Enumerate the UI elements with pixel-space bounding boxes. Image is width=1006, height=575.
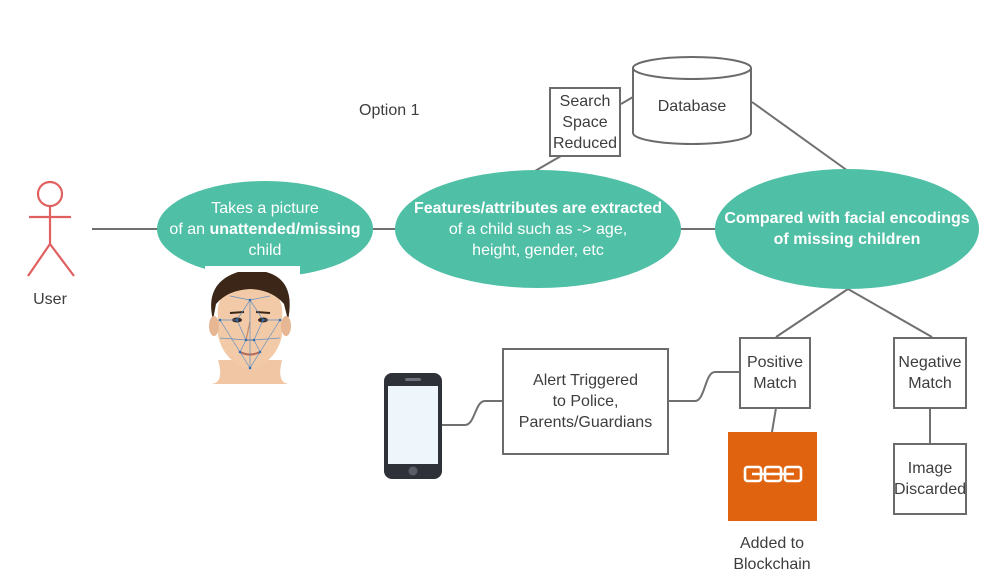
user-label: User [33, 291, 67, 308]
blockchain-line2: Blockchain [733, 556, 811, 573]
take-picture-line1: Takes a picture [211, 200, 319, 217]
connector-database-to-compared [751, 101, 849, 172]
option-label: Option 1 [359, 102, 420, 119]
connector-compared-to-positive [775, 288, 849, 338]
take-picture-ellipse [157, 181, 373, 277]
blockchain-line1: Added to [739, 535, 805, 552]
connector-features-to-search [534, 155, 562, 172]
connector-search-to-database [620, 96, 634, 105]
user-figure-icon [27, 180, 75, 277]
take-picture-line2-bold: unattended/missing [209, 221, 361, 238]
positive-match-box: Positive Match [739, 337, 811, 409]
positive-line1: Positive [746, 354, 804, 371]
features-text: Features/attributes are extracted of a c… [400, 198, 676, 261]
search-space-line2: Space [562, 113, 608, 131]
connectors [92, 96, 933, 443]
features-line3: height, gender, etc [472, 242, 604, 259]
connector-alert-to-phone [442, 400, 503, 426]
alert-line2: to Police, [552, 393, 619, 410]
connector-positive-to-blockchain [771, 407, 777, 433]
take-picture-line2-pre: of an [169, 221, 210, 238]
connector-compared-to-negative [847, 288, 933, 338]
positive-line2: Match [753, 375, 797, 392]
negative-line1: Negative [898, 354, 962, 371]
database-label: Database [657, 98, 727, 115]
face-landmarks-icon [205, 266, 300, 384]
discarded-line2: Discarded [893, 481, 967, 498]
take-picture-line3: child [248, 242, 282, 259]
search-space-line3: Reduced [552, 134, 618, 152]
compared-ellipse [715, 169, 979, 289]
features-ellipse [395, 170, 681, 288]
blockchain-chain-icon [728, 432, 817, 521]
search-space-line1: Search [559, 92, 611, 110]
image-discarded-box: Image Discarded [893, 443, 967, 515]
blockchain-caption: Added to Blockchain [722, 533, 822, 575]
discarded-line1: Image [907, 460, 953, 477]
features-line1: Features/attributes are extracted [413, 200, 663, 217]
take-picture-line2: of an unattended/missing [160, 219, 370, 240]
search-space-box: Search Space Reduced [549, 87, 621, 157]
negative-line2: Match [908, 375, 952, 392]
smartphone-icon [384, 373, 442, 479]
alert-line3: Parents/Guardians [518, 414, 653, 431]
take-picture-text: Takes a picture of an unattended/missing… [160, 198, 370, 261]
compared-line2: of missing children [773, 231, 921, 248]
alert-box: Alert Triggered to Police, Parents/Guard… [502, 348, 669, 455]
alert-line1: Alert Triggered [533, 372, 638, 389]
compared-text: Compared with facial encodings of missin… [717, 208, 977, 250]
connector-positive-to-alert [669, 371, 741, 402]
compared-line1: Compared with facial encodings [724, 210, 970, 227]
database-cylinder-icon [632, 56, 752, 145]
negative-match-box: Negative Match [893, 337, 967, 409]
features-line2: of a child such as -> age, [448, 221, 628, 238]
